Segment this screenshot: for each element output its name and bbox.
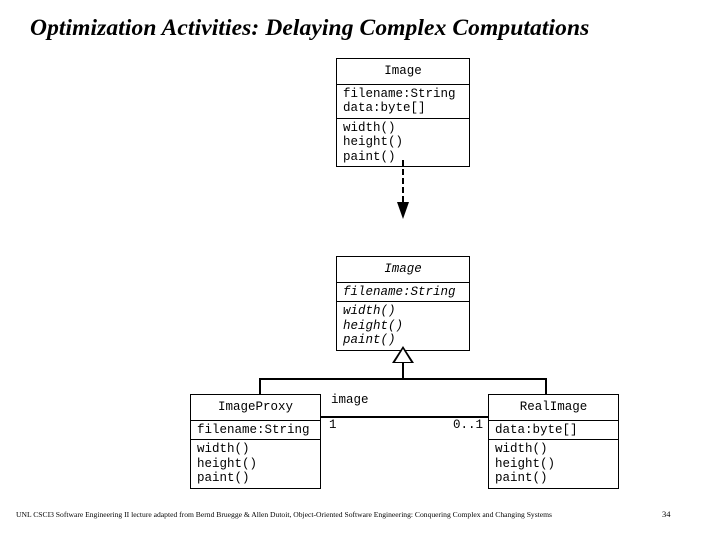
uml-operation: width() — [343, 120, 396, 135]
generalization-horizontal-line — [259, 378, 546, 380]
uml-class-real-image[interactable]: RealImage data:byte[] width() height() p… — [488, 394, 619, 489]
uml-class-image-proxy[interactable]: ImageProxy filename:String width() heigh… — [190, 394, 321, 489]
uml-class-name: Image — [384, 64, 422, 78]
uml-operation: height() — [343, 135, 404, 149]
association-role-label: image — [331, 393, 369, 407]
uml-operation: height() — [197, 456, 258, 471]
generalization-branch-line-right — [545, 378, 547, 395]
generalization-triangle-icon — [392, 346, 414, 363]
uml-class-image-abstract[interactable]: Image filename:String width() height() p… — [336, 256, 470, 351]
association-target-multiplicity: 0..1 — [453, 418, 484, 432]
uml-class-name: RealImage — [519, 400, 588, 414]
uml-operation: paint() — [197, 471, 250, 485]
uml-operation: paint() — [343, 333, 396, 347]
uml-operation: paint() — [343, 149, 396, 164]
uml-operation: paint() — [495, 471, 548, 485]
slide-page-number: 34 — [662, 509, 671, 519]
association-source-multiplicity: 1 — [329, 418, 337, 432]
generalization-stem-line — [402, 362, 404, 379]
uml-attributes-compartment: filename:String data:byte[] — [337, 83, 469, 118]
uml-operation: width() — [495, 442, 548, 456]
uml-attribute: data:byte[] — [495, 422, 578, 437]
uml-attributes-compartment: filename:String — [191, 419, 320, 440]
uml-attribute: filename:String — [343, 86, 456, 101]
uml-operations-compartment: width() height() paint() — [337, 117, 469, 167]
refinement-dashed-line — [402, 160, 404, 202]
uml-attribute: filename:String — [197, 422, 310, 437]
uml-operation: width() — [197, 442, 250, 456]
uml-operations-compartment: width() height() paint() — [337, 301, 469, 350]
uml-attributes-compartment: filename:String — [337, 281, 469, 302]
uml-attribute: filename:String — [343, 284, 456, 299]
association-line — [321, 416, 488, 418]
uml-class-name: Image — [384, 262, 422, 276]
uml-operations-compartment: width() height() paint() — [489, 439, 618, 488]
uml-class-name: ImageProxy — [217, 400, 293, 414]
uml-operation: height() — [343, 318, 404, 333]
footer-attribution: UNL CSCI3 Software Engineering II lectur… — [16, 510, 553, 519]
generalization-branch-line-left — [259, 378, 261, 395]
uml-class-image-concrete[interactable]: Image filename:String data:byte[] width(… — [336, 58, 470, 167]
uml-attributes-compartment: data:byte[] — [489, 419, 618, 440]
uml-attribute: data:byte[] — [343, 101, 426, 115]
page-title: Optimization Activities: Delaying Comple… — [30, 15, 590, 41]
refinement-arrowhead-icon — [397, 202, 409, 219]
uml-operation: width() — [343, 304, 396, 318]
uml-operation: height() — [495, 456, 556, 471]
uml-operations-compartment: width() height() paint() — [191, 439, 320, 488]
